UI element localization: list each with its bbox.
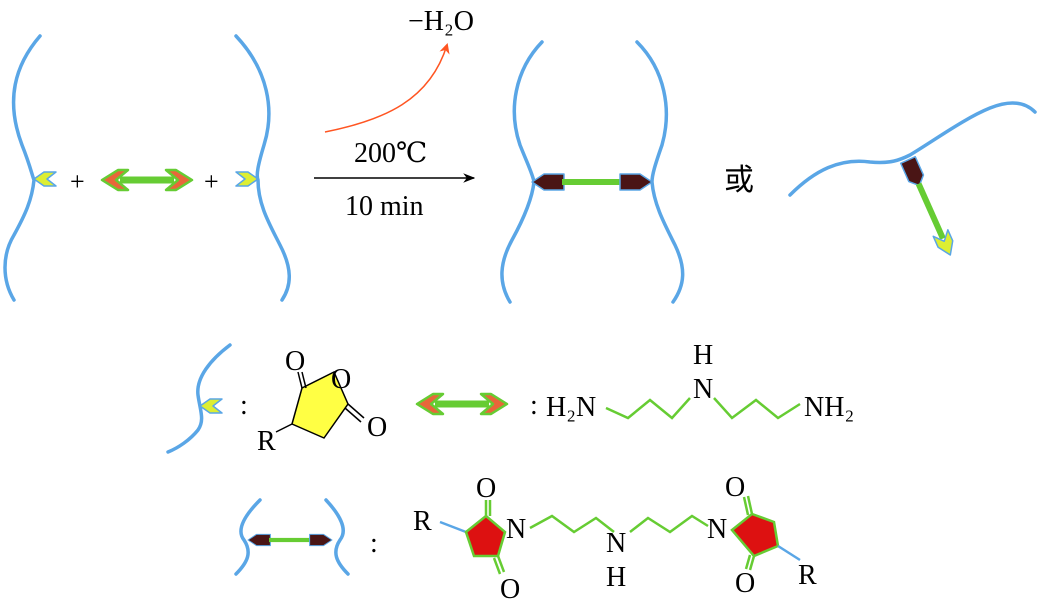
polymer-chain-left: [3, 34, 42, 302]
imide-nh-n: N: [606, 528, 626, 559]
temperature-label: 200℃: [354, 138, 427, 169]
legend-colon-2: :: [530, 390, 538, 421]
imide-r-left: R: [413, 506, 432, 537]
imide-r-right: R: [798, 560, 817, 591]
amine-nh-n: N: [693, 374, 713, 405]
product-chain-left: [500, 40, 544, 304]
amine-linker: [100, 168, 194, 192]
imide-r-bond-left: [439, 520, 467, 534]
anhydride-o-ring: O: [331, 364, 351, 395]
imide-chain-left: [529, 514, 615, 534]
anhydride-chevron-right: [235, 171, 259, 187]
legend-colon-3: :: [370, 528, 378, 559]
imide-o-right-top: O: [725, 472, 745, 503]
plus-sign-2: +: [204, 167, 219, 196]
legend-colon-1: :: [240, 390, 248, 421]
product-chain-right: [635, 40, 685, 304]
anhydride-structure: [275, 370, 365, 439]
grafted-chain: [788, 101, 1037, 197]
anhydride-o-top: O: [285, 346, 305, 377]
legend-anhydride-chevron: [199, 398, 223, 414]
amine-chain-left: [605, 397, 691, 420]
legend-anhydride-chain: [166, 343, 232, 454]
legend-amine-linker: [415, 392, 509, 416]
anhydride-r: R: [257, 426, 276, 457]
time-label: 10 min: [345, 191, 424, 222]
imide-o-right-bottom: O: [735, 568, 755, 599]
imide-o-left-top: O: [476, 473, 496, 504]
imide-nh-h: H: [606, 562, 626, 593]
imide-r-bond-right: [777, 544, 801, 562]
imide-n-right: N: [707, 514, 727, 545]
amine-chain-right: [713, 397, 801, 420]
polymer-chain-right: [234, 34, 291, 302]
byproduct-label: −H₂O: [408, 6, 474, 37]
amine-nh2: NH₂: [804, 392, 854, 423]
imide-chain-right: [629, 514, 709, 534]
or-label: 或: [724, 164, 754, 197]
anhydride-o-right: O: [367, 412, 387, 443]
legend-imide-chains: [234, 498, 350, 576]
imide-n-left: N: [506, 514, 526, 545]
amine-h2n: H₂N: [546, 392, 596, 423]
legend-imide-linker: [247, 533, 333, 547]
anhydride-chevron-left: [33, 171, 57, 187]
grafted-linker: [899, 155, 954, 256]
imide-crosslink: [531, 173, 653, 191]
plus-sign-1: +: [70, 167, 85, 196]
water-release-arrow: [324, 42, 450, 133]
imide-ring-right: [730, 495, 780, 571]
amine-nh-h: H: [693, 340, 713, 371]
imide-ring-left: [464, 500, 507, 575]
imide-o-left-bottom: O: [500, 574, 520, 602]
